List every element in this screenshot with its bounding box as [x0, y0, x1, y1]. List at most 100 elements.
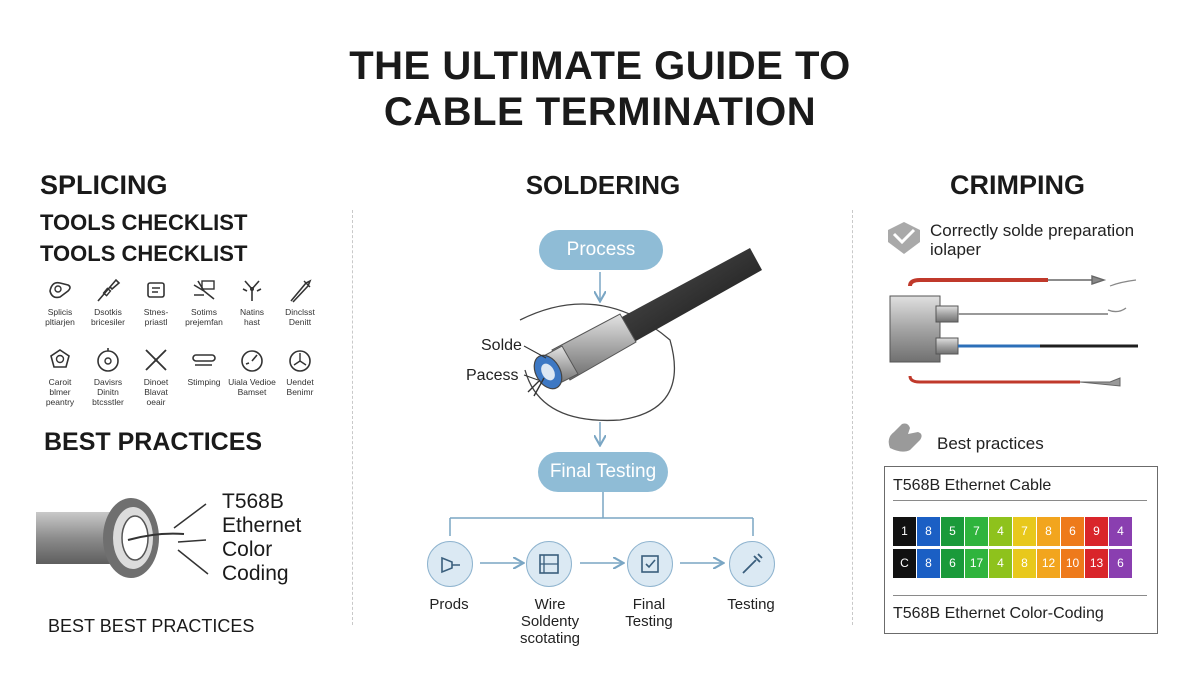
color-cell: 4 [989, 549, 1012, 578]
color-cell: 8 [917, 549, 940, 578]
color-cell: 10 [1061, 549, 1084, 578]
step-label-final-testing: Final Testing [625, 596, 673, 630]
step-label-testing: Testing [727, 596, 775, 613]
color-cell: 8 [1013, 549, 1036, 578]
step-circle-prods [427, 541, 473, 587]
crimper-icon [147, 282, 165, 298]
tool-label: Dinoet Blavat oeair [143, 377, 169, 407]
step-circle-wire-soldering [526, 541, 572, 587]
process-pill: Process [539, 230, 663, 270]
intro-line-1: Correctly solde preparation [930, 221, 1135, 240]
crimping-heading: CRIMPING [950, 170, 1085, 200]
best-practices-footer: BEST BEST PRACTICES [48, 616, 255, 636]
probe-step-icon [441, 556, 460, 574]
process-annotation: Pacess [466, 367, 519, 384]
color-cell: 6 [1061, 517, 1084, 546]
tool-label: Davisrs Dinitn btcsstler [92, 377, 124, 407]
crimping-intro: Correctly solde preparation iolaper [930, 221, 1134, 259]
color-cell: 17 [965, 549, 988, 578]
page-title-line-1: THE ULTIMATE GUIDE TO [349, 44, 851, 88]
tool-item: Natins hast [224, 277, 280, 327]
tool-item: Caroit blmer peantry [32, 347, 88, 407]
table-footer: T568B Ethernet Color-Coding [893, 605, 1104, 622]
step-label-prods: Prods [429, 596, 469, 613]
color-cell: 4 [1109, 517, 1132, 546]
color-cell: 4 [989, 517, 1012, 546]
color-cell: C [893, 549, 916, 578]
step-circle-final-testing [627, 541, 673, 587]
column-divider-left [352, 210, 353, 625]
scissors-icon [145, 349, 167, 371]
color-cell: 9 [1085, 517, 1108, 546]
tool-label: Dsotkis bricesiler [90, 307, 125, 327]
tool-label: Stimping [187, 377, 221, 387]
tool-item: Splicis pltiarjen [32, 277, 88, 327]
column-divider-right [852, 210, 853, 625]
callout-line: Coding [222, 562, 289, 585]
pliers-icon [193, 280, 215, 300]
tool-label: Natins hast [239, 307, 265, 327]
color-cell: 8 [1037, 517, 1060, 546]
tool-label: Sotims prejemfan [185, 307, 223, 327]
tools-checklist-heading-2: TOOLS CHECKLIST [40, 241, 248, 266]
step-label-wire-soldering: Wire Soldenty scotating [519, 596, 581, 647]
tool-item: Sotims prejemfan [176, 277, 232, 327]
color-cell: 7 [1013, 517, 1036, 546]
tool-label: Splicis pltiarjen [45, 307, 75, 327]
tool-label: Uiala Vedioe Bamset [228, 377, 276, 397]
crimp-connector-illustration [889, 275, 1138, 387]
table-footer-rule [893, 595, 1147, 596]
screwdriver-icon [97, 278, 121, 302]
wire-cutter-icon [242, 280, 262, 301]
tool-item: Stimping [176, 347, 232, 387]
probe-icon [290, 279, 312, 303]
color-cell: 7 [965, 517, 988, 546]
soldering-illustration [519, 248, 762, 540]
heat-gun-icon [50, 349, 70, 368]
step-circle-testing [729, 541, 775, 587]
color-cell: 6 [1109, 549, 1132, 578]
tools-checklist-heading-1: TOOLS CHECKLIST [40, 210, 248, 235]
color-cell: 12 [1037, 549, 1060, 578]
tool-item: Stnes- priastl [128, 277, 184, 327]
color-cell: 8 [917, 517, 940, 546]
soldering-heading: SOLDERING [525, 170, 681, 200]
tool-label: Caroit blmer peantry [45, 377, 75, 407]
final-check-icon [641, 555, 659, 573]
color-cell: 5 [941, 517, 964, 546]
tool-item: Dsotkis bricesiler [80, 277, 136, 327]
gauge-icon [241, 350, 263, 372]
callout-line: T568B [222, 490, 284, 513]
tool-label: Uendet Benimr [286, 377, 314, 397]
tool-item: Davisrs Dinitn btcsstler [80, 347, 136, 407]
best-practices-label: Best practices [937, 434, 1044, 453]
tool-item: Uiala Vedioe Bamset [224, 347, 280, 397]
color-cell: 6 [941, 549, 964, 578]
testing-tool-icon [742, 553, 763, 574]
hand-tool-icon [888, 423, 922, 452]
callout-line: Ethernet [222, 514, 302, 537]
solder-station-icon [539, 554, 559, 574]
cable-end-illustration [36, 498, 209, 578]
intro-line-2: iolaper [930, 240, 982, 259]
final-testing-pill: Final Testing [538, 452, 668, 492]
tool-label: Dinclsst Denitt [285, 307, 315, 327]
splicing-heading: SPLICING [40, 170, 168, 200]
stripping-tool-icon [192, 354, 216, 366]
tool-item: Dinoet Blavat oeair [128, 347, 184, 407]
tester-icon [289, 350, 311, 372]
table-title-rule [893, 500, 1147, 501]
tool-item: Uendet Benimr [272, 347, 328, 397]
tool-item: Dinclsst Denitt [272, 277, 328, 327]
meter-icon [97, 348, 119, 372]
page-title-line-2: CABLE TERMINATION [383, 90, 817, 134]
tools-grid: Splicis pltiarjen Dsotkis bricesiler Stn… [32, 277, 332, 407]
color-cell: 13 [1085, 549, 1108, 578]
best-practices-heading: BEST PRACTICES [44, 428, 263, 456]
step-arrows [480, 555, 730, 571]
tool-label: Stnes- priastl [143, 307, 169, 327]
color-cell: 1 [893, 517, 916, 546]
flow-branch-lines [449, 492, 754, 536]
